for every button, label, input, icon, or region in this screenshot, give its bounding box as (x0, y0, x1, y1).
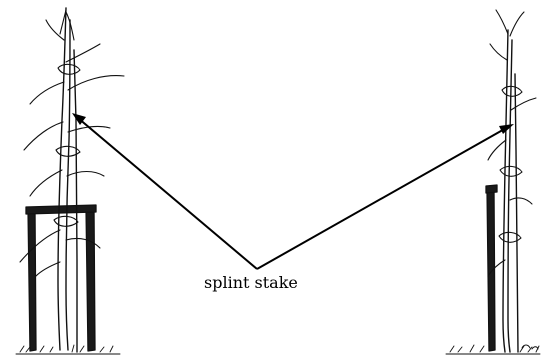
left-tree-trunk (57, 7, 67, 351)
right-tie-upper (501, 85, 523, 97)
right-branch-1 (495, 9, 509, 35)
pointer-to-right-stake (256, 126, 509, 270)
right-tie-lower (498, 231, 522, 243)
left-branch-7 (29, 169, 63, 197)
left-branch-11 (35, 261, 61, 277)
pointer-to-left-stake (77, 117, 258, 270)
left-support-post (27, 209, 37, 352)
right-ground-grass (445, 344, 541, 355)
left-branch-4 (67, 75, 125, 91)
left-branch-2 (65, 43, 101, 63)
left-splint-stake (73, 49, 78, 353)
cross-bar (25, 204, 97, 215)
left-tie-upper (57, 63, 81, 75)
right-tree-illustration (445, 9, 541, 355)
left-tree-illustration (15, 7, 125, 355)
left-top-twig (59, 9, 75, 41)
left-branch-10 (65, 237, 101, 249)
right-branch-7 (487, 259, 506, 277)
left-branch-9 (19, 229, 61, 263)
left-tie-middle (55, 145, 81, 157)
right-splint-stake (514, 73, 519, 353)
right-support-post (85, 207, 96, 352)
right-ground-pebbles (521, 344, 539, 350)
left-branch-1 (45, 19, 65, 41)
right-branch-4 (510, 97, 537, 111)
left-branch-8 (66, 170, 105, 177)
left-ground-grass (15, 344, 121, 355)
right-branch-5 (487, 139, 507, 161)
right-arrowhead (499, 124, 514, 134)
left-tie-lower (53, 215, 79, 227)
callout-pointers (72, 113, 514, 270)
left-branch-3 (29, 81, 65, 105)
splint-stake-label: splint stake (204, 273, 298, 292)
right-post-cap (485, 184, 498, 194)
right-branch-3 (489, 43, 508, 61)
right-tie-middle (499, 165, 523, 177)
left-tree-trunk-outline (65, 19, 71, 351)
right-tree-trunk (502, 29, 509, 353)
right-branch-2 (509, 11, 525, 37)
right-support-post (486, 189, 496, 352)
right-tree-trunk-outline (507, 39, 513, 353)
right-branch-6 (509, 197, 533, 205)
left-arrowhead (72, 113, 86, 125)
left-branch-5 (23, 121, 64, 151)
